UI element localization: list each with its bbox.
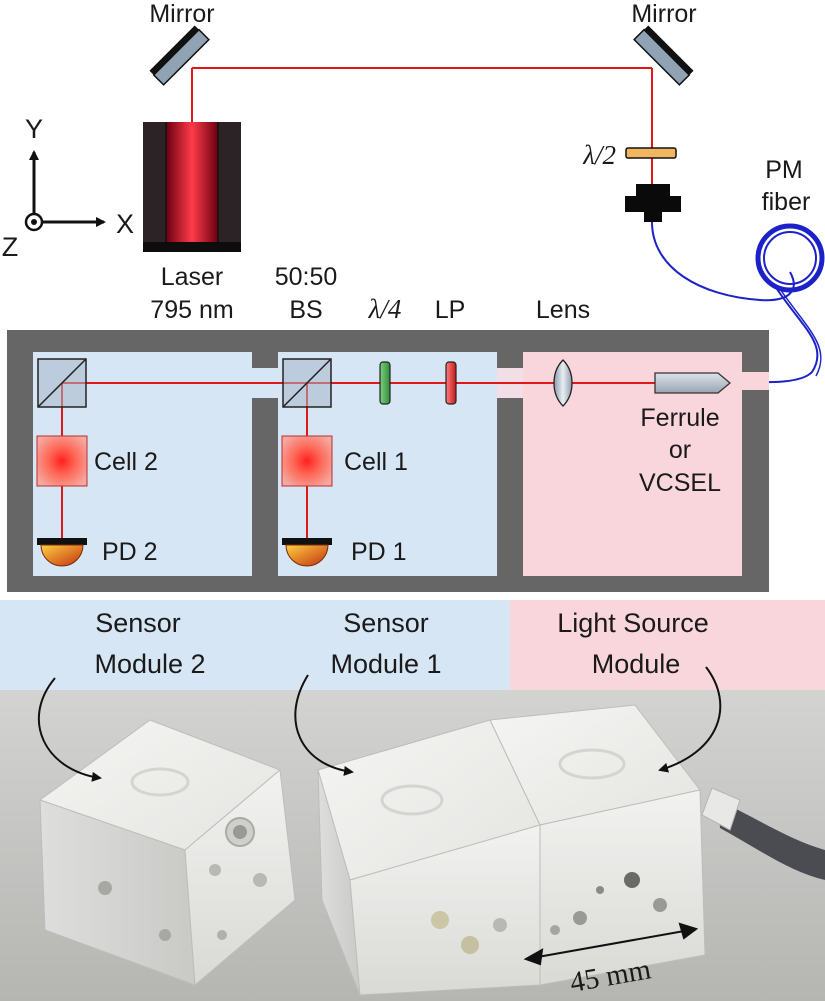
fiber-coupler-icon [625,184,681,222]
pm-fiber-label: PM [765,156,803,184]
pm-fiber-label-2: fiber [762,188,811,216]
quarterwave-plate-icon [379,361,391,405]
beam-splitter-2-icon [37,358,87,408]
mirror-right-icon [633,25,694,86]
axis-z-label: Z [2,232,19,262]
beam-splitter-1-icon [282,358,332,408]
linear-polarizer-icon [445,361,457,405]
sensor-module-2-label-2: Module 2 [94,649,205,679]
mirror-right-label: Mirror [631,0,696,28]
mirror-left-icon [149,25,210,86]
lens-icon [553,359,573,407]
sensor-module-1-label: Sensor [343,608,429,638]
mirror-left-label: Mirror [149,0,214,28]
halfwave-label: λ/2 [582,140,616,170]
sensor-label-band [0,600,510,690]
pd-2-label: PD 2 [102,538,158,566]
source-label-band [510,600,825,690]
ferrule-or-label: or [669,436,691,464]
photodiode-2-icon [37,538,87,567]
axis-x-label: X [116,209,134,239]
bs-ratio-label: 50:50 [275,263,338,291]
top-beam-path [191,67,653,185]
cell-1-label: Cell 1 [344,448,408,476]
vcsel-label: VCSEL [639,469,721,497]
light-source-module-label-2: Module [592,649,681,679]
cell-2-label: Cell 2 [94,448,158,476]
ferrule-label: Ferrule [640,404,719,432]
cell-1-icon [281,435,333,487]
cell-2-icon [36,435,88,487]
module-photo [0,666,825,1001]
photodiode-1-icon [282,538,332,567]
laser-icon [143,122,241,252]
dimension-arrow [523,922,699,966]
light-source-module-label: Light Source [557,608,709,638]
sensor-module-1-photo-cube [317,719,541,996]
light-source-module-photo-cube [489,704,706,986]
sensor-module-1-label-2: Module 1 [330,649,441,679]
lp-label: LP [435,296,466,324]
laser-wavelength-label: 795 nm [150,296,233,324]
sensor-module-2-photo-cube [38,719,296,987]
coordinate-axes [24,150,106,232]
ferrule-icon [654,372,732,394]
halfwave-plate-icon [625,147,677,159]
axis-y-label: Y [25,114,43,144]
laser-label: Laser [161,263,224,291]
quarterwave-label: λ/4 [368,294,402,324]
pd-1-label: PD 1 [351,538,407,566]
sensor-module-2-label: Sensor [95,608,181,638]
lens-label: Lens [536,296,590,324]
bs-label: BS [289,296,322,324]
